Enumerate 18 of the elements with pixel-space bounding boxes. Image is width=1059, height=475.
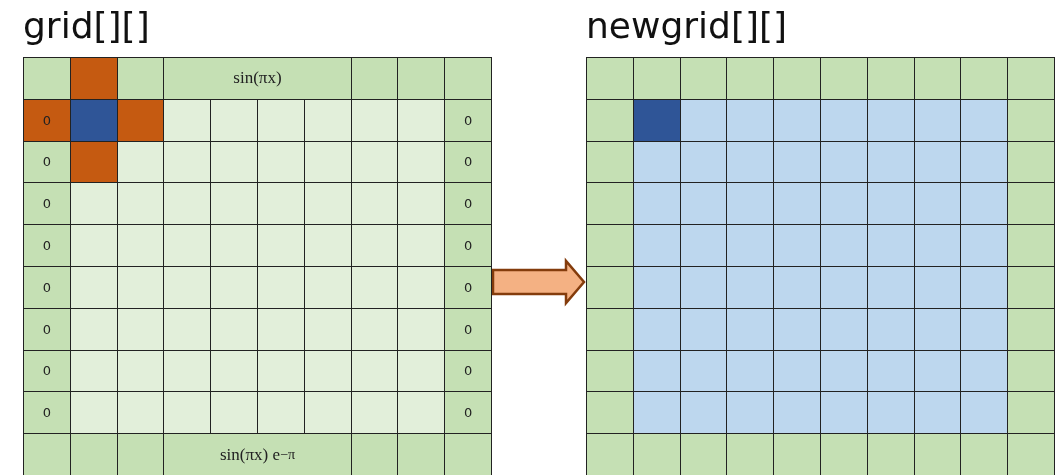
grid-cell: 0 (23, 307, 71, 351)
grid-cell: 0 (23, 98, 71, 142)
grid-title: newgrid[][] (586, 6, 788, 46)
grid-cell: 0 (23, 391, 71, 435)
grid-cell: 0 (444, 98, 492, 142)
grid-cell: 0 (23, 140, 71, 184)
grid-cell: sin(πx) (163, 57, 352, 100)
grid-cell: 0 (23, 224, 71, 267)
grid-cell: 0 (23, 182, 71, 226)
grid-cell: 0 (444, 224, 492, 267)
grid-cell: 0 (444, 182, 492, 226)
grid-cell: 0 (23, 266, 71, 309)
grid-title: grid[][] (23, 6, 150, 46)
grid-cell: 0 (23, 349, 71, 393)
grid-cell: 0 (444, 307, 492, 351)
grid-cell: 0 (444, 391, 492, 435)
block-arrow (491, 257, 586, 307)
grid-cell: 0 (444, 266, 492, 309)
